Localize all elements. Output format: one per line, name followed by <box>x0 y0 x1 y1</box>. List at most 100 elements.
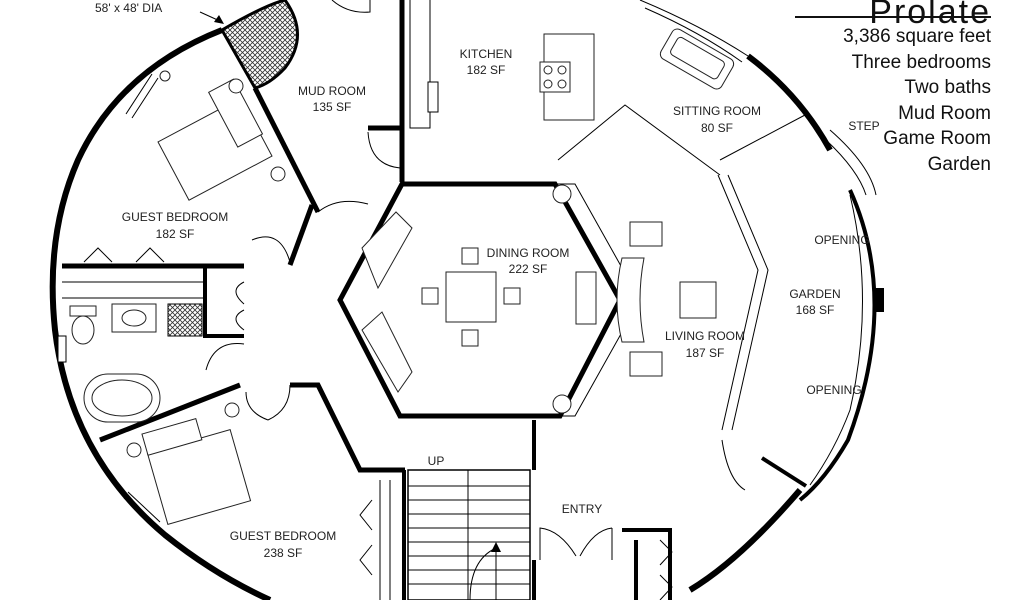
staircase <box>407 469 531 600</box>
window-left-mid <box>57 335 67 363</box>
sink-basin <box>121 309 147 327</box>
outer-wall-bottom-right <box>688 488 803 593</box>
dining-chair-w <box>421 287 439 305</box>
mud-room-area: 135 SF <box>313 100 352 114</box>
feature-square-feet: 3,386 square feet <box>843 26 991 47</box>
bath-bottom-wall <box>99 382 241 443</box>
living-chair-bottom <box>629 351 663 377</box>
dining-chair-s <box>461 329 479 347</box>
sideboard <box>575 271 597 325</box>
wall-mud-guest <box>252 86 321 214</box>
burner-4 <box>557 79 567 89</box>
bed-2-pillows <box>141 418 203 456</box>
kitchen-counter-end <box>427 81 439 113</box>
toilet-bowl <box>71 315 95 345</box>
mud-room-top-door <box>331 0 371 13</box>
burner-1 <box>543 65 553 75</box>
coffee-table <box>679 281 717 319</box>
wall-garden-bottom <box>760 456 808 488</box>
burner-3 <box>543 79 553 89</box>
bath-divider <box>203 266 244 338</box>
garden-name: GARDEN <box>789 287 840 301</box>
feature-garden: Garden <box>927 153 991 175</box>
closet-2-doors <box>359 480 391 600</box>
entry-doors <box>539 527 613 560</box>
living-room-east-wall <box>717 174 769 431</box>
garden-area: 168 SF <box>796 303 835 317</box>
sitting-sofa-seat <box>670 36 725 80</box>
bed-1-pillows <box>207 78 264 148</box>
nightstand-lamp-1b <box>270 166 286 182</box>
toilet-tank <box>69 305 97 317</box>
sitting-room-name: SITTING ROOM <box>673 104 761 118</box>
stair-treads <box>408 470 530 600</box>
title-underline <box>795 16 991 18</box>
burner-2 <box>557 65 567 75</box>
stair-up-label: UP <box>428 454 445 468</box>
dome-stair-hatched <box>219 0 299 90</box>
nightstand-lamp-2b <box>224 402 240 418</box>
feature-baths: Two baths <box>904 77 991 99</box>
mud-door-arc <box>367 131 401 169</box>
dining-table <box>445 271 497 323</box>
living-chair-top <box>629 221 663 247</box>
shower-hatched <box>167 303 203 337</box>
wall-kitchen-sitting <box>557 104 721 176</box>
column-ne <box>552 184 572 204</box>
dome-note-arrowhead <box>214 15 224 24</box>
guest-bedroom-2-area: 238 SF <box>264 546 303 560</box>
plan-title-fragment: Prolate <box>869 0 991 31</box>
dining-chair-e <box>503 287 521 305</box>
guest-bedroom-2-name: GUEST BEDROOM <box>230 529 336 543</box>
hall-walls <box>290 382 405 473</box>
sitting-garden-wall <box>719 114 806 161</box>
dome-note: 58' x 48' DIA <box>95 1 162 15</box>
lamp-1c <box>159 70 171 82</box>
garden-arc-wall <box>798 189 877 502</box>
nightstand-lamp-2a <box>126 442 142 458</box>
kitchen-area: 182 SF <box>467 63 506 77</box>
garden-inner-arc <box>809 194 863 486</box>
dining-chair-n <box>461 247 479 265</box>
window-left-top <box>125 73 159 119</box>
plan-info-panel: Prolate 3,386 square feet Three bedrooms… <box>795 0 991 178</box>
fireplace-top <box>361 211 413 290</box>
kitchen-name: KITCHEN <box>460 47 513 61</box>
bath-door-arcs <box>205 281 245 371</box>
feature-mud-room: Mud Room <box>898 102 991 124</box>
step-label: STEP <box>848 119 879 133</box>
guest-bedroom-1-name: GUEST BEDROOM <box>122 210 228 224</box>
wall-guest-hall <box>287 204 315 266</box>
guest-bedroom-1-area: 182 SF <box>156 227 195 241</box>
entry-closet-doors <box>659 539 673 600</box>
feature-bedrooms: Three bedrooms <box>851 51 991 73</box>
garden-post <box>876 288 884 312</box>
hall-door-arc-bottom <box>245 384 291 421</box>
opening-label-bottom: OPENING <box>806 383 861 397</box>
fireplace-bottom <box>361 311 413 393</box>
entry-wall-right <box>622 528 672 600</box>
entry-label: ENTRY <box>562 502 602 516</box>
sitting-room-area: 80 SF <box>701 121 733 135</box>
bed-1 <box>157 97 273 201</box>
wall-kitchen-left <box>409 0 431 129</box>
living-room-area: 187 SF <box>686 346 725 360</box>
mud-room-name: MUD ROOM <box>298 84 366 98</box>
bathtub-basin <box>91 379 153 417</box>
closet-doors <box>83 247 165 263</box>
stair-wall <box>402 420 536 600</box>
living-room-name: LIVING ROOM <box>665 329 745 343</box>
step-arc <box>825 129 877 196</box>
feature-game-room: Game Room <box>883 128 991 150</box>
column-se <box>552 394 572 414</box>
hall-door-arc-top <box>251 200 369 263</box>
bath-counter <box>62 281 205 299</box>
opening-label-top: OPENING <box>814 233 869 247</box>
sitting-room-window <box>639 0 749 63</box>
outer-wall-right <box>746 53 833 152</box>
living-sofa <box>616 257 645 343</box>
dining-room-area: 222 SF <box>509 262 548 276</box>
nightstand-lamp-1a <box>228 78 244 94</box>
window-left-bottom <box>123 491 161 529</box>
